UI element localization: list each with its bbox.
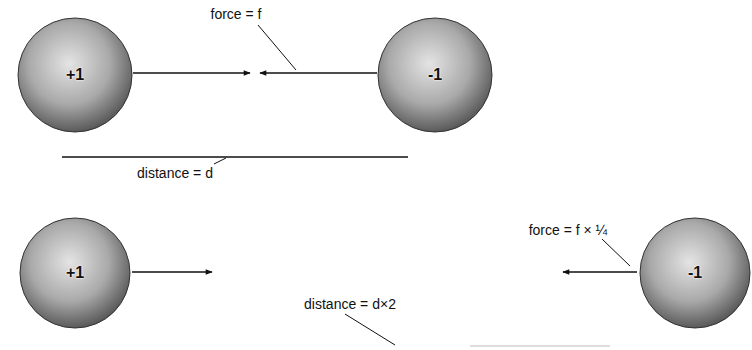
leader-line xyxy=(214,158,226,164)
annotation-label: force = f × ¼ xyxy=(526,222,611,238)
leader-line xyxy=(345,314,395,345)
annotation-label: distance = d xyxy=(134,165,216,181)
charge-sphere: +1 xyxy=(17,17,133,133)
charge-sphere: +1 xyxy=(19,217,131,329)
leader-line xyxy=(258,25,296,70)
charge-value: +1 xyxy=(66,264,84,282)
leader-line xyxy=(602,239,630,266)
charge-sphere: -1 xyxy=(639,217,751,329)
charge-value: +1 xyxy=(66,66,84,84)
force-arrow xyxy=(260,72,377,73)
distance-bar xyxy=(62,156,408,158)
annotation-label: force = f xyxy=(208,6,265,22)
annotation-label: distance = d×2 xyxy=(301,296,399,312)
force-arrow xyxy=(132,271,212,272)
charge-sphere: -1 xyxy=(377,17,493,133)
force-arrow xyxy=(133,72,250,73)
charge-value: -1 xyxy=(688,264,702,282)
distance-bar xyxy=(470,346,610,347)
force-arrow xyxy=(563,271,637,272)
charge-value: -1 xyxy=(428,66,442,84)
